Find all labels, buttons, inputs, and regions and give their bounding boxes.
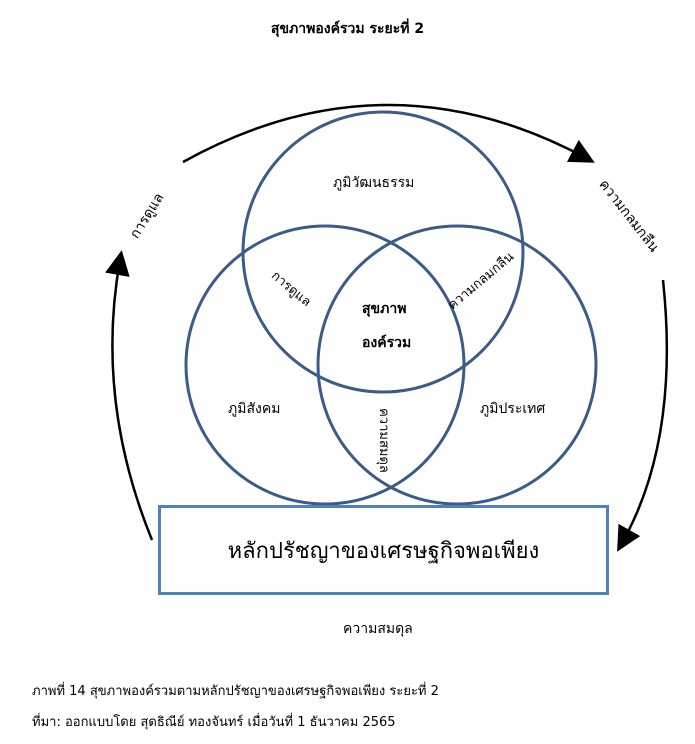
overlap-balance: ความสมดุล <box>375 408 391 473</box>
center-label-line1: สุขภาพ <box>362 301 407 317</box>
top-cycle-arrow <box>182 103 595 164</box>
foundation-label: หลักปรัชญาของเศรษฐกิจพอเพียง <box>227 538 540 564</box>
label-geography: ภูมิประเทศ <box>480 401 546 417</box>
label-society: ภูมิสังคม <box>228 401 281 417</box>
circle-geography <box>316 224 598 506</box>
circle-society <box>184 224 466 506</box>
label-culture: ภูมิวัฒนธรรม <box>333 175 415 191</box>
diagram-title: สุขภาพองค์รวม ระยะที่ 2 <box>270 21 425 37</box>
cycle-label-balance: ความสมดุล <box>343 621 413 637</box>
center-label-line2: องค์รวม <box>362 335 412 351</box>
figure-caption: ภาพที่ 14 สุขภาพองค์รวมตามหลักปรัชญาของเ… <box>32 684 439 699</box>
figure-source: ที่มา: ออกแบบโดย สุดธิณีย์ ทองจันทร์ เมื… <box>32 715 396 730</box>
right-cycle-arrow <box>617 279 669 552</box>
left-cycle-arrow <box>105 250 154 541</box>
foundation-box: หลักปรัชญาของเศรษฐกิจพอเพียง <box>158 505 609 595</box>
